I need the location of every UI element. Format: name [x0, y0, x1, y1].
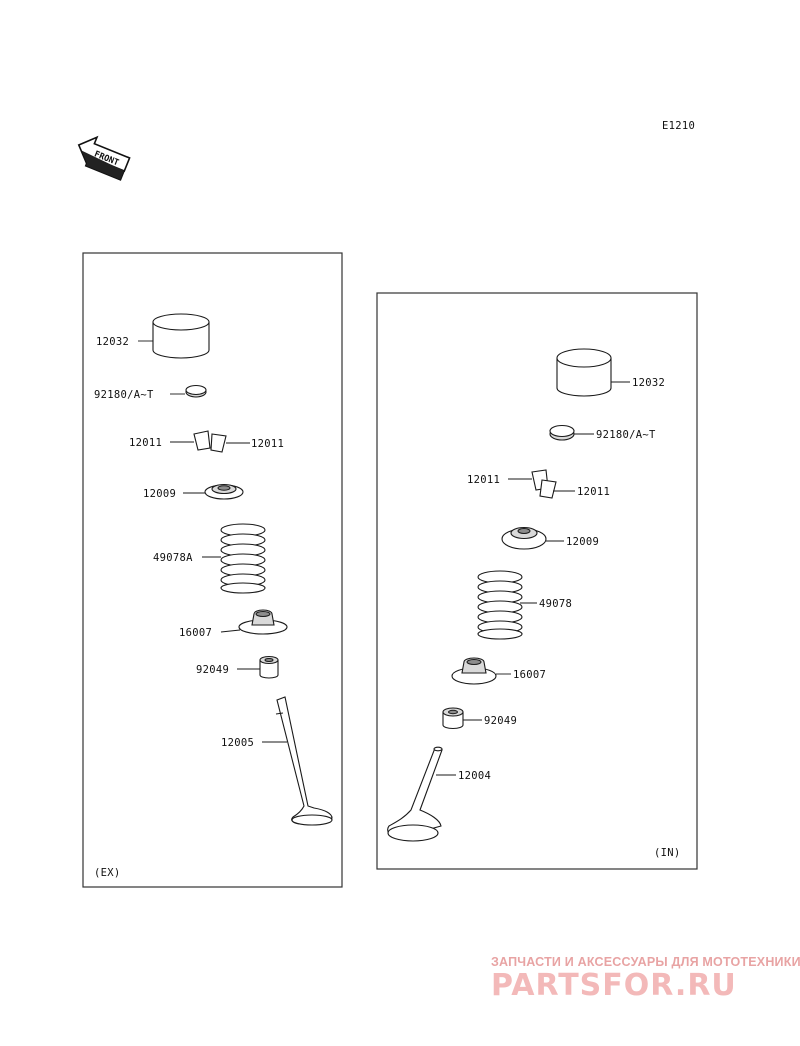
ex-retainer — [204, 483, 244, 500]
ex-stem-seal — [259, 655, 279, 679]
in-label-valve: 12004 — [458, 770, 491, 782]
ex-label-tappet: 12032 — [96, 336, 129, 348]
ex-label-shim: 92180/A~T — [94, 389, 154, 401]
in-label-spring-seat: 16007 — [513, 669, 546, 681]
ex-tappet — [152, 313, 210, 359]
ex-spring — [220, 523, 266, 594]
in-cotters — [531, 469, 557, 499]
ex-shim — [185, 384, 207, 398]
ex-spring-seat — [238, 609, 288, 635]
in-shim — [549, 424, 575, 441]
ex-label-cotter-right: 12011 — [251, 438, 284, 450]
intake-panel-frame — [376, 292, 698, 870]
ex-cotters — [193, 430, 227, 453]
ex-section-label: (EX) — [94, 867, 121, 879]
in-valve — [387, 746, 443, 842]
watermark-tagline: ЗАПЧАСТИ И АКСЕССУАРЫ ДЛЯ МОТОТЕХНИКИ — [491, 955, 800, 969]
ex-label-spring-seat: 16007 — [179, 627, 212, 639]
ex-valve — [275, 696, 333, 826]
in-retainer — [501, 526, 547, 550]
ex-label-spring: 49078A — [153, 552, 193, 564]
in-spring — [477, 570, 523, 640]
in-label-cotter-left: 12011 — [467, 474, 500, 486]
exhaust-panel-frame — [82, 252, 343, 888]
in-label-shim: 92180/A~T — [596, 429, 656, 441]
in-stem-seal — [442, 707, 464, 730]
ex-label-cotter-left: 12011 — [129, 437, 162, 449]
in-tappet — [556, 348, 612, 397]
ex-label-stem-seal: 92049 — [196, 664, 229, 676]
diagram-code: E1210 — [662, 120, 695, 132]
ex-label-valve: 12005 — [221, 737, 254, 749]
ex-label-retainer: 12009 — [143, 488, 176, 500]
in-section-label: (IN) — [654, 847, 681, 859]
in-label-stem-seal: 92049 — [484, 715, 517, 727]
in-spring-seat — [451, 657, 497, 685]
in-label-cotter-right: 12011 — [577, 486, 610, 498]
in-label-retainer: 12009 — [566, 536, 599, 548]
in-label-spring: 49078 — [539, 598, 572, 610]
in-label-tappet: 12032 — [632, 377, 665, 389]
watermark-logo: PARTSFOR.RU — [491, 968, 737, 1003]
front-arrow-icon: FRONT — [77, 135, 131, 181]
